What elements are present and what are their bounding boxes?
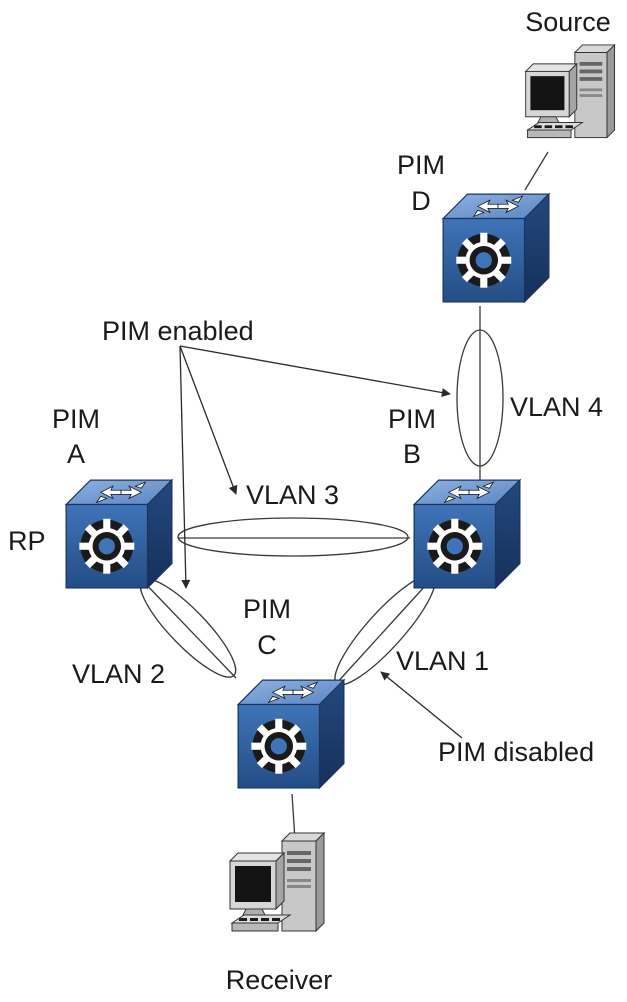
router-b-icon [413, 479, 521, 589]
router-b-title: PIM [387, 404, 437, 434]
callout-arrows [179, 345, 463, 739]
link-a-c [139, 577, 237, 679]
link-c-receiver [291, 793, 296, 841]
router-a-letter: A [66, 439, 86, 469]
source-computer-icon [525, 44, 616, 139]
receiver-computer-icon [229, 832, 325, 932]
arrow-to-vlan-1 [380, 671, 463, 739]
arrow-to-vlan-4 [179, 345, 451, 398]
pim-disabled-callout: PIM disabled [438, 737, 595, 767]
router-c-title: PIM [242, 594, 292, 624]
link-b-c [333, 573, 437, 687]
router-c-icon [237, 679, 345, 789]
router-d-letter: D [411, 186, 431, 216]
network-links [139, 151, 549, 841]
router-d-icon [442, 193, 550, 303]
source-label: Source [525, 7, 611, 37]
vlan-2-label: VLAN 2 [72, 659, 166, 689]
vlan-3-label: VLAN 3 [246, 480, 340, 510]
link-source-d [524, 151, 549, 191]
router-a-title: PIM [51, 404, 101, 434]
vlan-1-label: VLAN 1 [396, 646, 490, 676]
arrow-to-vlan-2 [179, 345, 191, 589]
vlan-4-ellipse [456, 329, 504, 467]
pim-enabled-callout: PIM enabled [102, 316, 254, 346]
arrow-to-vlan-3 [179, 345, 238, 495]
receiver-label: Receiver [225, 965, 333, 995]
router-a-role: RP [8, 526, 46, 556]
router-c-letter: C [257, 630, 277, 660]
router-d-title: PIM [396, 150, 446, 180]
router-a-icon [65, 479, 173, 589]
router-b-letter: B [402, 439, 422, 469]
vlan-4-label: VLAN 4 [510, 392, 604, 422]
vlan-3-ellipse [177, 517, 409, 557]
